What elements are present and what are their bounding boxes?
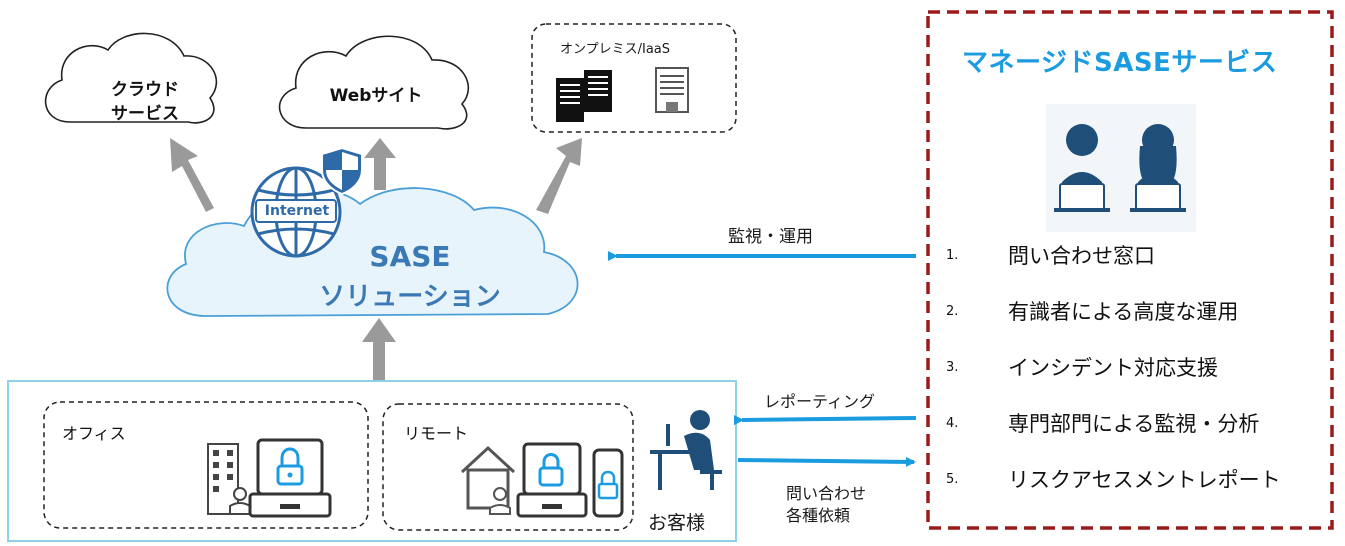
service-item-number: 2.: [946, 304, 959, 319]
service-item-number: 3.: [946, 360, 959, 375]
web-site-cloud: [278, 35, 470, 130]
inquiry-label-1: 問い合わせ: [786, 484, 867, 503]
web-site-label: Webサイト: [329, 86, 423, 106]
sase-title: SASE: [369, 240, 451, 273]
customer-label: お客様: [648, 512, 706, 534]
office-label: オフィス: [62, 424, 126, 443]
cloud-service-label: クラウド サービス: [111, 80, 179, 124]
office-lock-icon: [276, 447, 304, 486]
office-building-icon: [207, 443, 251, 515]
inquiry-label-2: 各種依頼: [786, 506, 851, 525]
arrow-to-cloud-service: [170, 138, 214, 212]
remote-laptop-lock-icon: [538, 453, 564, 487]
arrow-to-web-site: [364, 138, 396, 190]
operator-male-icon: [1054, 124, 1110, 212]
reporting-label: レポーティング: [764, 392, 876, 411]
reporting-arrow: [733, 415, 917, 426]
onprem-label: オンプレミス/IaaS: [560, 42, 671, 57]
service-item-number: 5.: [946, 472, 959, 487]
managed-service-frame: [926, 10, 1334, 530]
operator-female-icon: [1130, 124, 1186, 212]
gray-arrows: [170, 138, 582, 384]
shield-icon: [321, 146, 363, 196]
datacenter-building-icon: [655, 67, 689, 113]
service-item-number: 4.: [946, 416, 959, 431]
managed-service-title: マネージドSASEサービス: [962, 48, 1278, 78]
service-item-label: 専門部門による監視・分析: [1008, 412, 1260, 436]
monitoring-label: 監視・運用: [728, 227, 813, 247]
internet-label: Internet: [264, 203, 330, 219]
arrow-to-onprem: [536, 138, 582, 214]
service-item-number: 1.: [946, 248, 959, 263]
server-rack-icon: [556, 70, 612, 122]
customer-person-icon: [650, 410, 722, 490]
service-item-label: リスクアセスメントレポート: [1008, 468, 1281, 492]
globe-icon: [250, 166, 342, 258]
service-item-label: 有識者による高度な運用: [1008, 300, 1239, 324]
cloud-service-cloud: [44, 32, 217, 124]
service-item-label: 問い合わせ窓口: [1008, 244, 1155, 268]
house-icon: [460, 445, 516, 515]
sase-subtitle: ソリューション: [319, 282, 501, 312]
remote-label: リモート: [404, 424, 469, 443]
arrow-from-customer: [362, 318, 396, 384]
service-item-label: インシデント対応支援: [1008, 356, 1218, 380]
smartphone-icon: [592, 448, 624, 518]
inquiry-arrow: [737, 456, 916, 467]
